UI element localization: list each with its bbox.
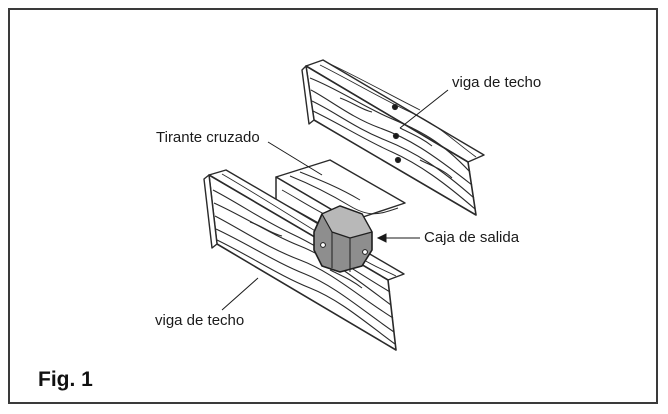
figure-caption: Fig. 1 <box>38 368 93 391</box>
label-roof-joist-bottom: viga de techo <box>155 312 245 329</box>
roof-joist-upper <box>301 59 485 216</box>
label-cross-brace: Tirante cruzado <box>156 129 260 146</box>
label-roof-joist-top: viga de techo <box>452 74 542 91</box>
label-outlet-box: Caja de salida <box>424 229 520 246</box>
outlet-box <box>313 205 373 273</box>
leader-lines <box>221 89 449 311</box>
